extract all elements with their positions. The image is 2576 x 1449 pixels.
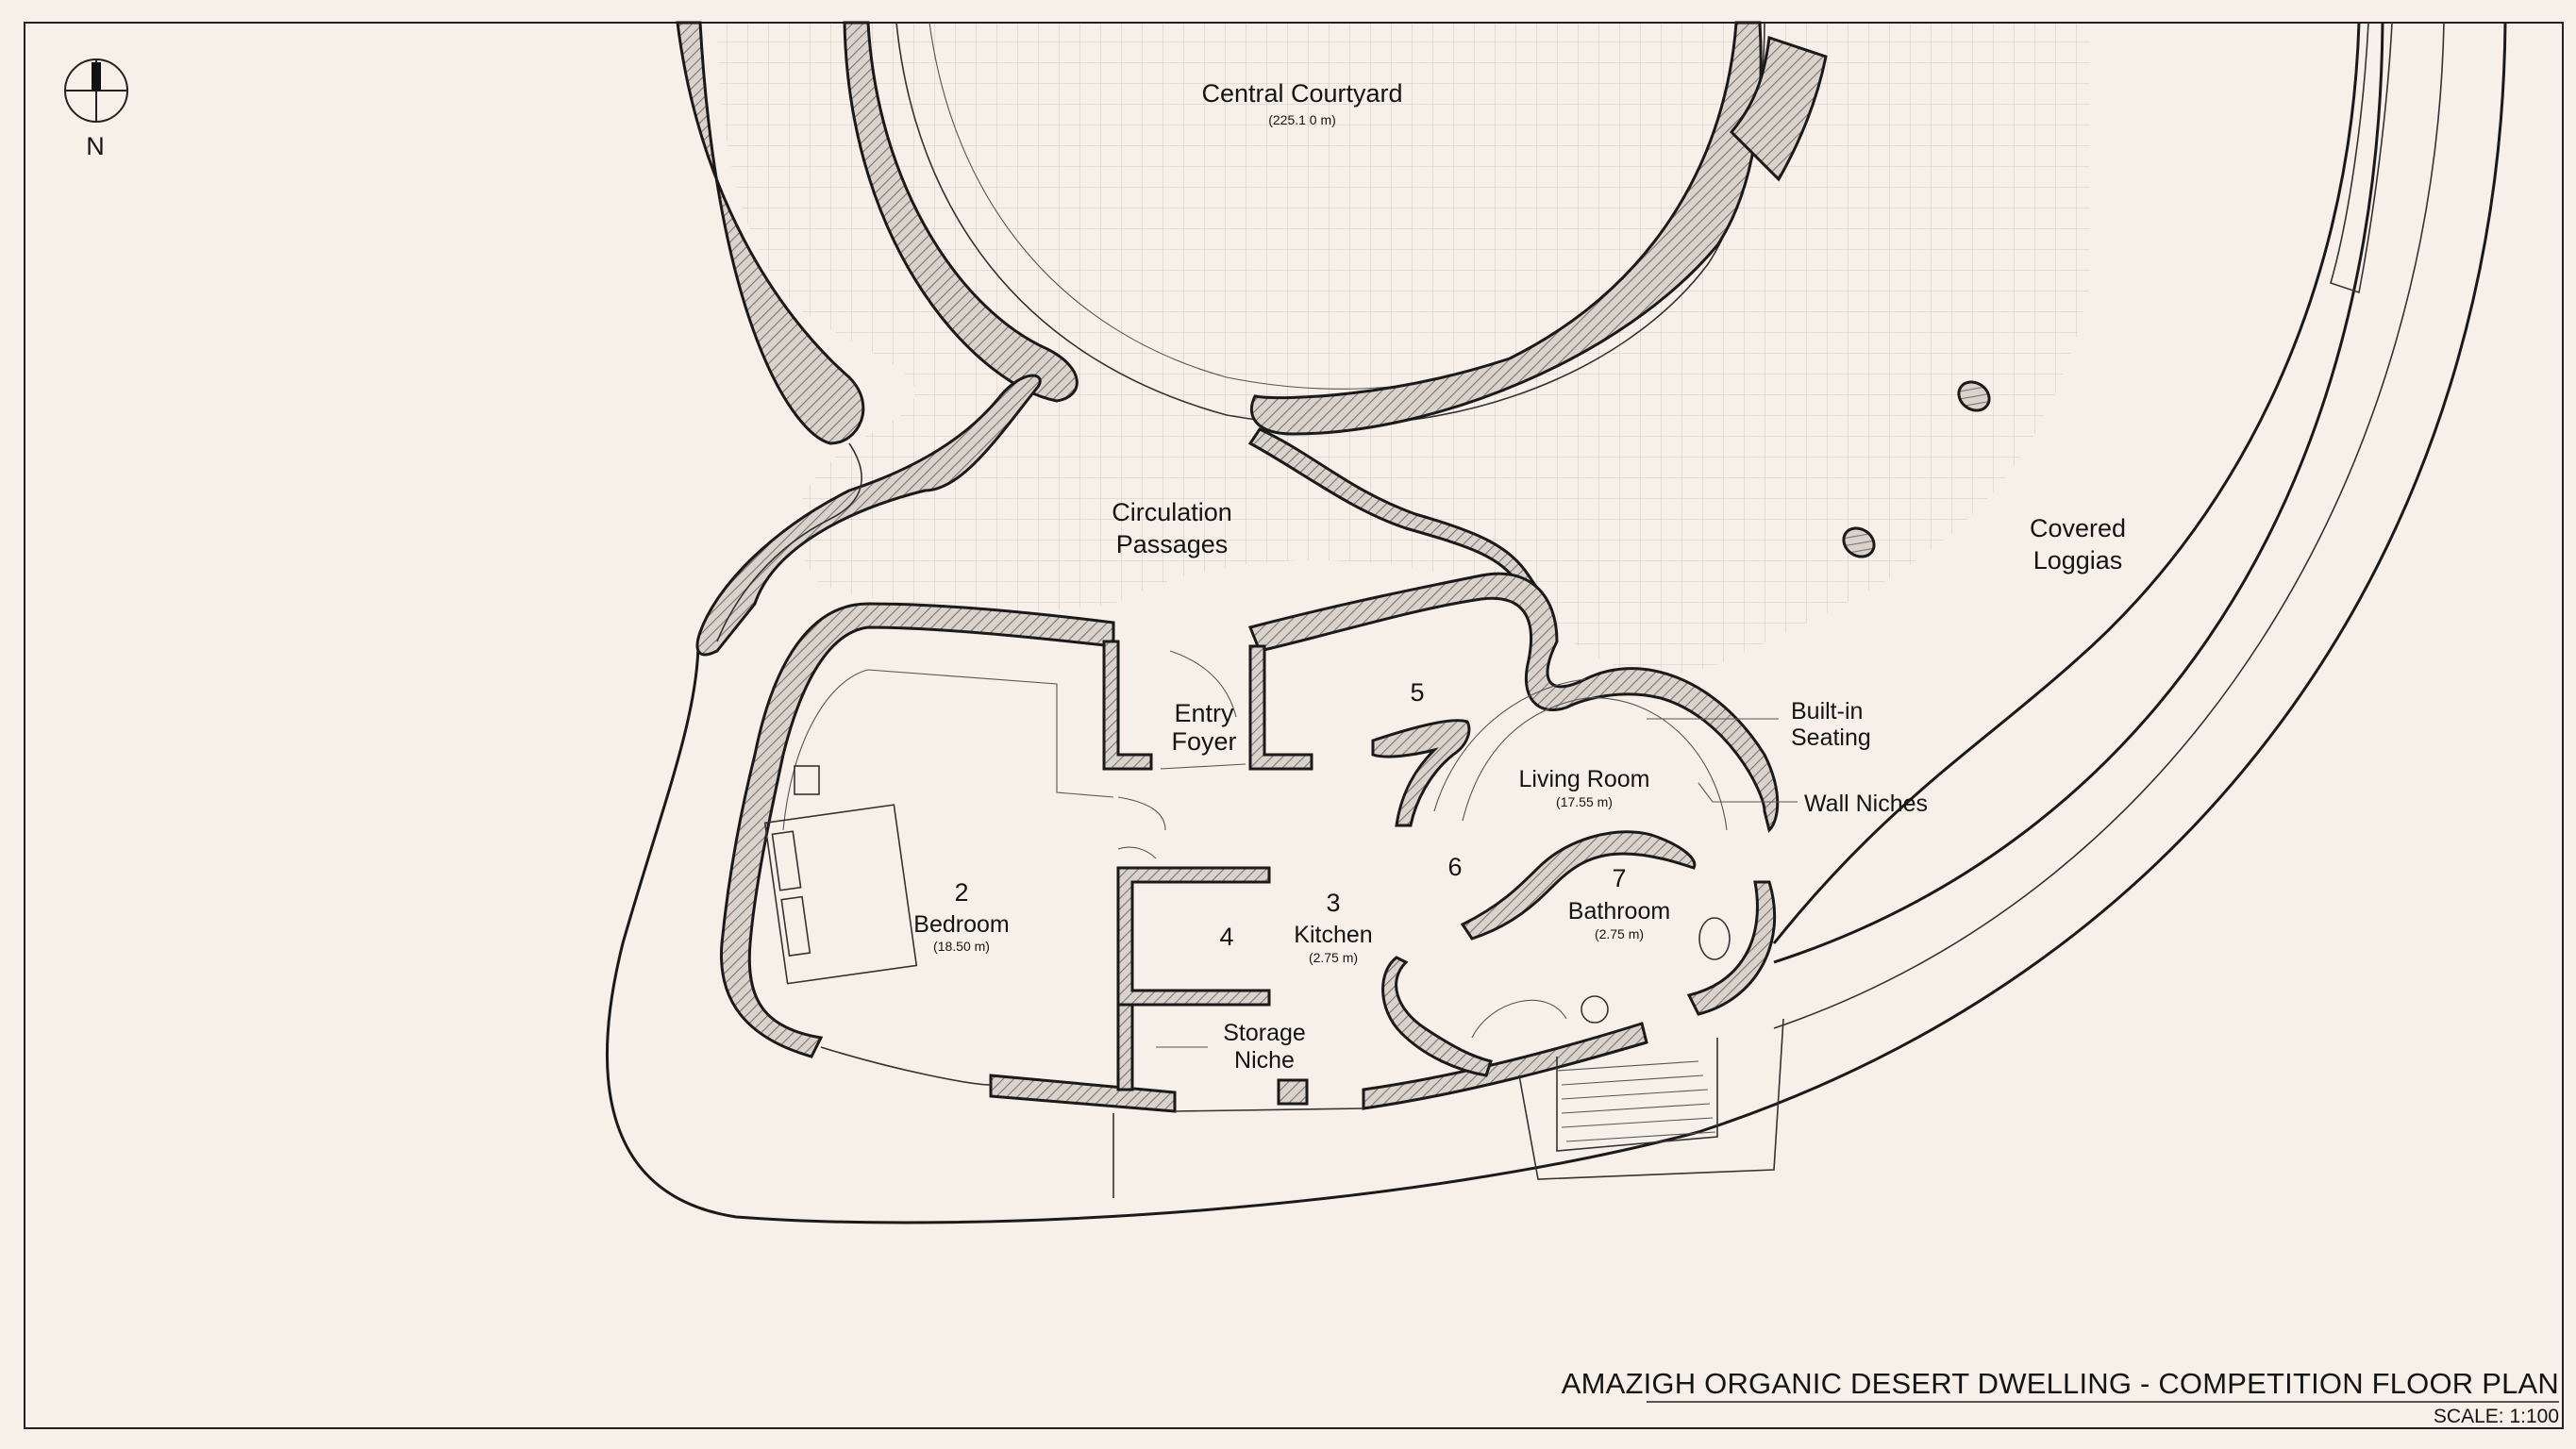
- living-seat-outline: [1462, 697, 1728, 831]
- bath-area: (2.75 m): [1595, 926, 1644, 941]
- passage-wall-left: [695, 374, 1042, 657]
- drawing-title: AMAZIGH ORGANIC DESERT DWELLING - COMPET…: [1562, 1367, 2559, 1400]
- bedroom-inner-outline: [782, 669, 1114, 831]
- entry-label-2: Foyer: [1171, 727, 1236, 756]
- room5-number: 5: [1410, 678, 1424, 707]
- bedroom-curved-wall: [719, 602, 1115, 1058]
- bedroom-door-swing: [1117, 796, 1166, 859]
- kitchen-curved-wall: [1381, 956, 1493, 1077]
- courtyard-area: (225.1 0 m): [1268, 112, 1336, 127]
- bedroom-number: 2: [954, 878, 968, 907]
- loggia-screen-wall: [2330, 22, 2393, 294]
- storage-wall: [1116, 866, 1271, 1007]
- stair: [1556, 1038, 1718, 1152]
- living-area: (17.55 m): [1556, 794, 1613, 809]
- drawing-frame: [24, 22, 2564, 1429]
- toilet: [1698, 917, 1731, 960]
- shower-outline: [1471, 999, 1567, 1039]
- entry-wall-left: [1102, 640, 1153, 771]
- living-label: Living Room: [1519, 766, 1650, 792]
- niches-label: Wall Niches: [1804, 791, 1928, 817]
- loggia-column-1: [1957, 380, 1991, 412]
- drawing-scale: SCALE: 1:100: [2434, 1406, 2559, 1427]
- kitchen-pier: [1277, 1078, 1309, 1106]
- bath-number: 7: [1612, 864, 1626, 892]
- bath-label: Bathroom: [1568, 898, 1670, 924]
- loggia-outer-wall: [1773, 22, 2384, 964]
- loggias-label-2: Loggias: [2033, 546, 2123, 575]
- house-lower-outline: [1112, 1018, 1784, 1198]
- courtyard-inner-ring-wall: [843, 21, 1079, 403]
- courtyard-label: Central Courtyard: [1201, 79, 1402, 108]
- courtyard-right-ring-wall: [1249, 21, 1763, 436]
- nightstand: [794, 765, 820, 795]
- north-label: N: [86, 132, 105, 160]
- outer-boundary-inner-line: [1773, 22, 2445, 1029]
- house-south-wall-2: [1362, 1022, 1648, 1110]
- living-seat-outline-2: [1433, 678, 1586, 812]
- entry-wall-right: [1248, 644, 1313, 771]
- loggias-label-1: Covered: [2030, 514, 2126, 542]
- bath-curved-wall: [1460, 830, 1697, 941]
- courtyard-paving-grid: [717, 24, 2090, 675]
- room6-number: 6: [1447, 853, 1462, 881]
- bedroom-label: Bedroom: [913, 911, 1009, 938]
- loggia-column-2: [1842, 526, 1876, 558]
- storage-wall-stub: [1116, 1003, 1134, 1091]
- kitchen-number: 3: [1326, 889, 1340, 917]
- kitchen-area: (2.75 m): [1309, 950, 1358, 965]
- passage-wall-left-outer: [716, 442, 862, 642]
- seating-label-1: Built-in: [1791, 698, 1863, 724]
- storage-number: 4: [1219, 923, 1233, 951]
- bed-pillow-1: [771, 830, 802, 891]
- circulation-label-2: Passages: [1116, 530, 1229, 558]
- storage-label-1: Storage: [1223, 1020, 1306, 1046]
- bedroom-area: (18.50 m): [933, 939, 990, 954]
- bathroom-east-wall: [1686, 880, 1777, 1016]
- north-arrow: [64, 58, 128, 123]
- bed-pillow-2: [780, 895, 811, 957]
- entry-door-swing: [1160, 650, 1246, 770]
- house-lower-window-line: [820, 1046, 992, 1086]
- courtyard-outer-ring-wall: [676, 21, 865, 445]
- storage-label-2: Niche: [1234, 1047, 1295, 1074]
- seating-label-2: Seating: [1791, 724, 1871, 751]
- bed: [763, 804, 918, 985]
- courtyard-bench: [1729, 35, 1828, 182]
- living-east-wall: [1247, 572, 1780, 833]
- loggia-inner-wall: [1772, 22, 2361, 944]
- living-wall-7-shape: [1371, 719, 1471, 827]
- circulation-label-1: Circulation: [1112, 498, 1232, 526]
- sink: [1581, 995, 1609, 1024]
- kitchen-label: Kitchen: [1294, 922, 1372, 948]
- outer-site-boundary: [606, 22, 2507, 1224]
- entry-label-1: Entry: [1174, 699, 1234, 727]
- niches-leader: [1698, 782, 1798, 803]
